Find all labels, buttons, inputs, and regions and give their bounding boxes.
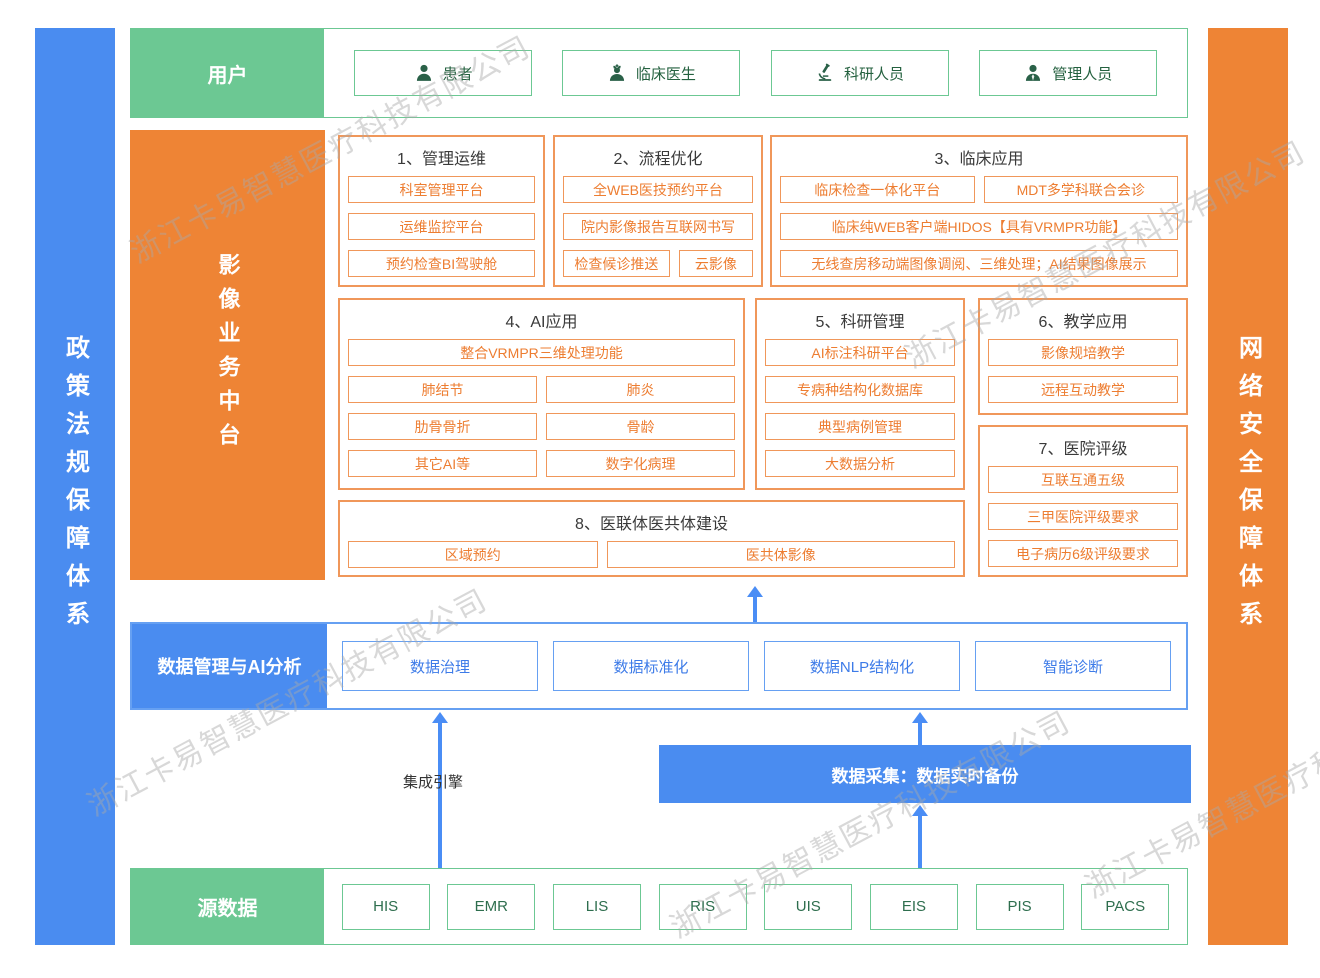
section-clinical-application: 3、临床应用 临床检查一体化平台 MDT多学科联合会诊 临床纯WEB客户端HID… [770, 135, 1188, 287]
user-patient: 患者 [354, 50, 533, 96]
section-title: 8、医联体医共体建设 [575, 516, 728, 533]
platform-item: 典型病例管理 [765, 413, 955, 440]
platform-item: AI标注科研平台 [765, 339, 955, 366]
platform-sections: 1、管理运维 科室管理平台 运维监控平台 预约检查BI驾驶舱 2、流程优化 全W… [330, 130, 1188, 580]
user-label: 管理人员 [1052, 65, 1113, 83]
user-label: 临床医生 [635, 65, 696, 83]
source-system: EMR [447, 883, 536, 930]
dm-item: 数据标准化 [553, 641, 749, 691]
source-system: UIS [764, 883, 853, 930]
platform-item: 全WEB医技预约平台 [563, 176, 753, 203]
user-label: 科研人员 [844, 65, 905, 83]
source-system: RIS [658, 883, 747, 930]
doctor-icon [609, 63, 624, 81]
platform-item: 云影像 [678, 250, 753, 277]
section-teaching-application: 6、教学应用 影像规培教学 远程互动教学 [978, 298, 1188, 415]
platform-item: MDT多学科联合会诊 [983, 176, 1178, 203]
dm-item: 智能诊断 [975, 641, 1171, 691]
section-title: 3、临床应用 [934, 151, 1024, 168]
policy-regulation-bar: 政策法规保障体系 [35, 28, 115, 945]
user-clinician: 临床医生 [562, 50, 741, 96]
patient-icon [416, 64, 431, 81]
platform-item: 临床检查一体化平台 [780, 176, 975, 203]
dm-item: 数据治理 [342, 641, 538, 691]
platform-item: 专病种结构化数据库 [765, 376, 955, 403]
platform-item: 互联互通五级 [988, 466, 1178, 493]
source-system: HIS [341, 883, 430, 930]
arrow-source-to-collection [918, 816, 922, 868]
source-data-items: HIS EMR LIS RIS UIS EIS PIS PACS [324, 869, 1187, 944]
platform-item: 肺结节 [348, 376, 537, 403]
users-items: 患者 临床医生 科研人员 管理人员 [324, 29, 1187, 117]
platform-item: 区域预约 [348, 541, 598, 568]
section-process-optimization: 2、流程优化 全WEB医技预约平台 院内影像报告互联网书写 检查候诊推送 云影像 [553, 135, 763, 287]
users-label: 用户 [131, 29, 324, 117]
data-management-items: 数据治理 数据标准化 数据NLP结构化 智能诊断 [327, 624, 1186, 708]
section-medical-alliance: 8、医联体医共体建设 区域预约 医共体影像 [338, 500, 965, 577]
platform-item: 医共体影像 [606, 541, 955, 568]
section-hospital-rating: 7、医院评级 互联互通五级 三甲医院评级要求 电子病历6级评级要求 [978, 425, 1188, 577]
platform-item: 科室管理平台 [348, 176, 535, 203]
source-system: PIS [975, 883, 1064, 930]
source-system: LIS [552, 883, 641, 930]
platform-item: 其它AI等 [348, 450, 537, 477]
platform-item: 大数据分析 [765, 450, 955, 477]
data-collection-box: 数据采集：数据实时备份 [659, 745, 1191, 803]
platform-item: 临床纯WEB客户端HIDOS【具有VRMPR功能】 [780, 213, 1178, 240]
platform-item: 整合VRMPR三维处理功能 [348, 339, 735, 366]
arrow-to-platform [753, 597, 757, 622]
user-label: 患者 [442, 65, 473, 83]
platform-item: 肋骨骨折 [348, 413, 537, 440]
section-research-management: 5、科研管理 AI标注科研平台 专病种结构化数据库 典型病例管理 大数据分析 [755, 298, 965, 490]
platform-item: 运维监控平台 [348, 213, 535, 240]
section-title: 1、管理运维 [397, 151, 486, 168]
platform-item: 数字化病理 [546, 450, 735, 477]
platform-item: 肺炎 [546, 376, 735, 403]
platform-label: 影像业务中台 [130, 130, 325, 580]
microscope-icon [818, 63, 832, 81]
platform-item: 远程互动教学 [988, 376, 1178, 403]
manager-icon [1026, 64, 1041, 81]
platform-item: 预约检查BI驾驶舱 [348, 250, 535, 277]
data-management-label: 数据管理与AI分析 [132, 624, 327, 708]
arrow-collection-up [918, 723, 922, 745]
platform-item: 电子病历6级评级要求 [988, 540, 1178, 567]
section-management-ops: 1、管理运维 科室管理平台 运维监控平台 预约检查BI驾驶舱 [338, 135, 545, 287]
source-system: EIS [869, 883, 958, 930]
section-title: 4、AI应用 [505, 314, 578, 331]
section-title: 7、医院评级 [1038, 441, 1128, 458]
source-data-row: 源数据 HIS EMR LIS RIS UIS EIS PIS PACS [130, 868, 1188, 945]
section-ai-application: 4、AI应用 整合VRMPR三维处理功能 肺结节 肺炎 肋骨骨折 骨龄 其它AI… [338, 298, 745, 490]
integration-engine-label: 集成引擎 [403, 774, 464, 791]
platform-item: 无线查房移动端图像调阅、三维处理；AI结果图像展示 [780, 250, 1178, 277]
arrow-integration-engine [438, 723, 442, 868]
platform-item: 三甲医院评级要求 [988, 503, 1178, 530]
section-title: 2、流程优化 [613, 151, 703, 168]
source-system: PACS [1081, 883, 1170, 930]
source-data-label: 源数据 [131, 869, 324, 944]
platform-item: 骨龄 [546, 413, 735, 440]
user-researcher: 科研人员 [770, 50, 949, 96]
platform-item: 院内影像报告互联网书写 [563, 213, 753, 240]
section-title: 6、教学应用 [1038, 314, 1128, 331]
platform-item: 检查候诊推送 [563, 250, 670, 277]
dm-item: 数据NLP结构化 [764, 641, 960, 691]
user-manager: 管理人员 [978, 50, 1157, 96]
network-security-bar: 网络安全保障体系 [1208, 28, 1288, 945]
platform-item: 影像规培教学 [988, 339, 1178, 366]
data-management-row: 数据管理与AI分析 数据治理 数据标准化 数据NLP结构化 智能诊断 [130, 622, 1188, 710]
section-title: 5、科研管理 [815, 314, 905, 331]
users-row: 用户 患者 临床医生 科研人员 管理人员 [130, 28, 1188, 118]
